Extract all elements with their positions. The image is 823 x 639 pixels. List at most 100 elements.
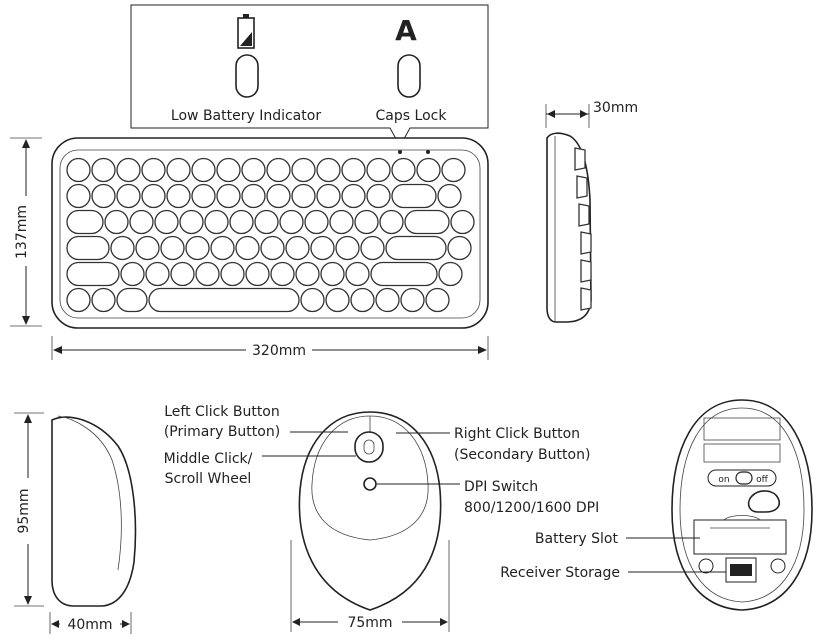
- mouse-bottom-view: on off Battery Slot Receiver Storage: [500, 399, 813, 611]
- keyboard-key: [235, 235, 260, 261]
- usb-receiver-icon: [730, 564, 752, 576]
- dpi-switch-label: DPI Switch: [464, 479, 538, 495]
- keyboard-key: [366, 183, 391, 209]
- keyboard-key: [141, 157, 166, 183]
- keyboard-key: [325, 287, 350, 313]
- keyboard-depth-label: 30mm: [593, 100, 638, 116]
- receiver-storage: [725, 557, 757, 583]
- keyboard-key: [141, 183, 166, 209]
- keyboard-key: [335, 235, 360, 261]
- keyboard-key: [345, 261, 370, 287]
- keyboard-side-keys: [574, 147, 592, 311]
- keyboard-key: [329, 209, 354, 235]
- keyboard-key: [391, 157, 416, 183]
- keyboard-key: [341, 183, 366, 209]
- keyboard-key: [220, 261, 245, 287]
- receiver-storage-label: Receiver Storage: [500, 565, 620, 581]
- caps-lock-label: Caps Lock: [376, 108, 448, 124]
- keyboard-key: [191, 183, 216, 209]
- mouse-top-panel: [311, 415, 429, 541]
- keyboard-key: [129, 209, 154, 235]
- keyboard-key: [404, 209, 450, 235]
- keyboard-key: [316, 157, 341, 183]
- keyboard-key: [120, 261, 145, 287]
- caps-led-icon: [397, 54, 421, 98]
- keyboard-height-label: 137mm: [14, 205, 30, 259]
- keyboard-key: [400, 287, 425, 313]
- keyboard-key: [91, 157, 116, 183]
- keyboard-key: [291, 183, 316, 209]
- keyboard-key: [191, 157, 216, 183]
- mouse-callouts: Left Click Button (Primary Button) Middl…: [164, 404, 600, 516]
- sensor-icon: [747, 490, 781, 513]
- left-click-label: Left Click Button: [164, 404, 280, 420]
- keyboard-key: [110, 235, 135, 261]
- keyboard-key: [341, 157, 366, 183]
- keyboard-key: [66, 183, 91, 209]
- keyboard-key: [285, 235, 310, 261]
- keyboard-key: [266, 157, 291, 183]
- keyboard-key: [370, 261, 438, 287]
- mouse-top-width-label: 75mm: [347, 615, 392, 631]
- keyboard-key: [91, 287, 116, 313]
- keyboard-side-key: [580, 259, 592, 283]
- caps-lock-letter-icon: A: [395, 14, 417, 47]
- keyboard-side-key: [578, 203, 590, 227]
- keyboard-key: [316, 183, 341, 209]
- keyboard-key: [441, 157, 466, 183]
- keyboard-key: [216, 183, 241, 209]
- keyboard-key: [216, 157, 241, 183]
- keyboard-key: [154, 209, 179, 235]
- keyboard-height-dimension: 137mm: [10, 137, 42, 327]
- battery-icon: [237, 14, 255, 49]
- keyboard-key: [437, 183, 462, 209]
- indicator-dot: [398, 150, 402, 154]
- keyboard-width-dimension: 320mm: [51, 336, 489, 360]
- keyboard-key: [148, 287, 300, 313]
- keyboard-key: [385, 235, 447, 261]
- keyboard-key: [320, 261, 345, 287]
- indicator-callout: A Low Battery Indicator Caps Lock: [130, 4, 489, 148]
- middle-click-sublabel: Scroll Wheel: [165, 471, 252, 487]
- switch-on-label: on: [718, 475, 729, 485]
- keyboard-key: [66, 157, 91, 183]
- keyboard-key: [66, 235, 110, 261]
- keyboard-key: [241, 183, 266, 209]
- keyboard-key: [170, 261, 195, 287]
- keyboard-key: [166, 157, 191, 183]
- keyboard-key: [229, 209, 254, 235]
- keyboard-key: [416, 157, 441, 183]
- keyboard-key: [350, 287, 375, 313]
- keyboard-key: [425, 287, 450, 313]
- keyboard-key: [254, 209, 279, 235]
- keyboard-key: [195, 261, 220, 287]
- keyboard-key: [160, 235, 185, 261]
- keyboard-key: [91, 183, 116, 209]
- keyboard-width-label: 320mm: [252, 343, 306, 359]
- keyboard-key: [145, 261, 170, 287]
- keyboard-key: [104, 209, 129, 235]
- scroll-wheel-icon: [354, 431, 384, 463]
- keyboard-key: [66, 261, 120, 287]
- middle-click-label: Middle Click/: [164, 451, 253, 467]
- keyboard-key: [116, 157, 141, 183]
- battery-led-icon: [235, 54, 259, 98]
- left-click-sublabel: (Primary Button): [164, 424, 280, 440]
- battery-slot: [693, 519, 787, 555]
- keyboard-key: [360, 235, 385, 261]
- keyboard-key: [179, 209, 204, 235]
- keyboard-key: [185, 235, 210, 261]
- power-switch[interactable]: [707, 469, 777, 487]
- keyboard-key: [366, 157, 391, 183]
- mouse-side-width-label: 40mm: [67, 617, 112, 633]
- switch-toggle-icon: [735, 471, 753, 485]
- mouse-side-view: 95mm 40mm: [14, 412, 137, 634]
- keyboard-key: [379, 209, 404, 235]
- keyboard-side-key: [580, 231, 592, 255]
- keyboard-key: [279, 209, 304, 235]
- keyboard-key: [270, 261, 295, 287]
- keyboard-key: [300, 287, 325, 313]
- keyboard-top-view: [51, 137, 489, 329]
